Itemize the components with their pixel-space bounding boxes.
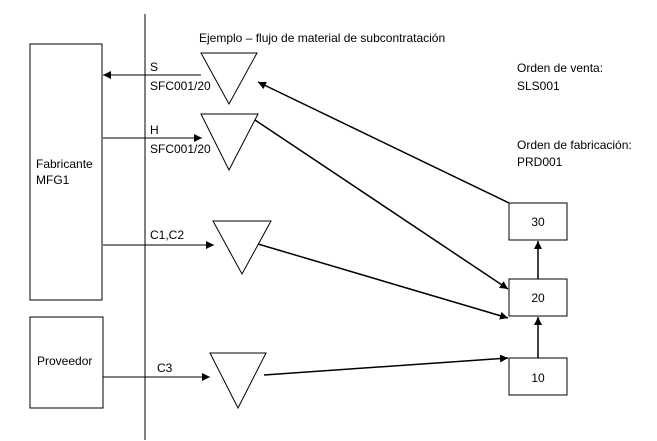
inventory-triangle-c3	[209, 352, 267, 410]
inventory-triangle-h	[200, 113, 259, 172]
flow-sublabel-h: SFC001/20	[150, 142, 211, 156]
flow-sublabel-s: SFC001/20	[150, 79, 211, 93]
manufacturer-box: Fabricante MFG1	[29, 43, 103, 301]
supplier-label: Proveedor	[37, 354, 92, 368]
flow-label-h: H	[150, 123, 159, 137]
inventory-triangle-s	[200, 52, 258, 106]
production-order-id: PRD001	[517, 155, 563, 169]
production-order-label: Orden de fabricación:	[517, 138, 632, 152]
manufacturer-label: Fabricante	[36, 157, 93, 171]
inventory-triangle-c1c2	[212, 220, 272, 276]
arrow-c3-to-10	[263, 354, 509, 376]
manufacturer-code: MFG1	[36, 173, 70, 187]
operation-number-20: 20	[531, 291, 545, 305]
sales-order-id: SLS001	[517, 79, 560, 93]
supplier-box: Proveedor	[29, 316, 104, 409]
operation-box-10: 10	[508, 357, 568, 396]
sales-order-label: Orden de venta:	[517, 61, 603, 75]
arrow-c1c2-to-20	[257, 243, 509, 320]
flow-label-c1c2: C1,C2	[150, 228, 184, 242]
flow-label-s: S	[150, 60, 158, 74]
operation-number-30: 30	[531, 215, 545, 229]
operation-box-20: 20	[508, 278, 568, 317]
arrow-h-to-20	[254, 119, 509, 290]
operation-box-30: 30	[508, 202, 568, 241]
operation-number-10: 10	[531, 371, 545, 385]
diagram-title: Ejemplo – flujo de material de subcontra…	[199, 31, 445, 45]
arrow-30-to-s	[257, 81, 510, 204]
flow-label-c3: C3	[157, 361, 173, 375]
